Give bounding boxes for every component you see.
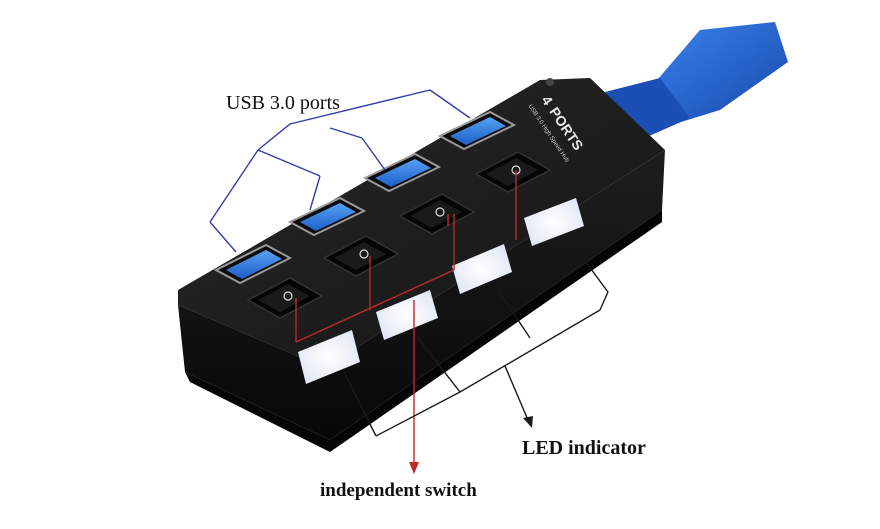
- usb-cable: [605, 22, 788, 140]
- switch-pointer-lines: [295, 170, 517, 466]
- usb-ports-label: USB 3.0 ports: [226, 92, 340, 114]
- led-indicator-label: LED indicator: [522, 437, 646, 459]
- usb-port-3[interactable]: [362, 152, 442, 193]
- led-indicator-4: [524, 198, 584, 246]
- switch-3[interactable]: [398, 193, 476, 235]
- led-pointer-arrow: [523, 416, 533, 428]
- switch-pointer-arrow: [409, 462, 419, 474]
- switch-2[interactable]: [322, 235, 400, 277]
- hub-front-face: [178, 150, 665, 440]
- power-dot: [546, 78, 554, 86]
- led-indicator-1: [298, 330, 360, 384]
- usb-port-4[interactable]: [437, 110, 517, 151]
- led-bracket: [343, 237, 609, 437]
- usb-port-2[interactable]: [287, 196, 367, 237]
- led-indicator-3: [452, 244, 512, 294]
- switch-4[interactable]: [474, 151, 552, 193]
- independent-switch-label: independent switch: [320, 480, 477, 501]
- led-indicator-2: [376, 290, 438, 340]
- ports-bracket: [209, 89, 471, 253]
- usb-port-1[interactable]: [213, 243, 293, 285]
- switch-1[interactable]: [246, 277, 324, 319]
